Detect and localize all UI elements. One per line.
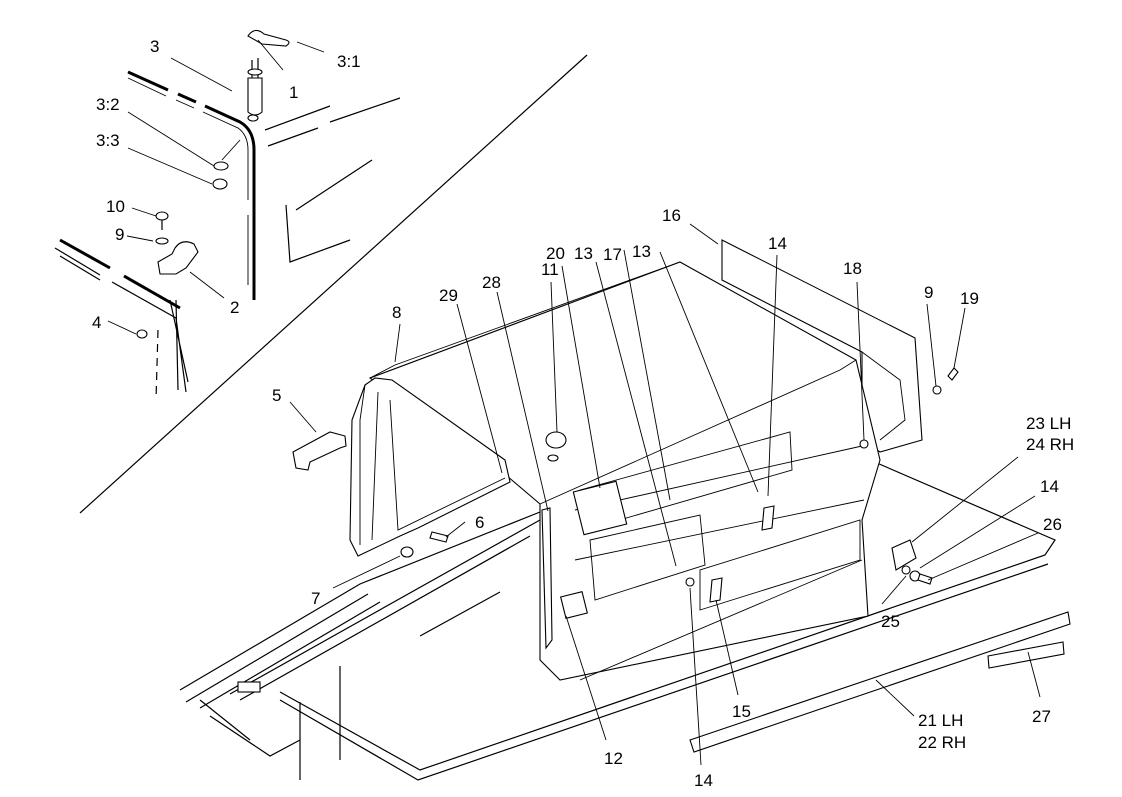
front-shroud-part	[349, 377, 511, 557]
latch-part-upper	[761, 505, 775, 531]
callout-20: 20	[546, 244, 565, 263]
hood-body	[368, 261, 881, 681]
washer-part	[213, 161, 229, 171]
inset-frame-rail	[127, 70, 256, 300]
callout-27: 27	[1032, 707, 1051, 726]
inset-divider-line	[79, 54, 588, 514]
callout-17: 17	[603, 245, 622, 264]
callout-18: 18	[843, 259, 862, 278]
callout-2: 2	[230, 298, 239, 317]
callout-13-left: 13	[574, 244, 593, 263]
callout-24: 24 RH	[1026, 435, 1074, 454]
handle-part	[292, 431, 347, 471]
callout-12: 12	[604, 749, 623, 768]
knob-part	[545, 431, 567, 462]
callout-26: 26	[1043, 515, 1062, 534]
callout-3-3: 3:3	[96, 131, 120, 150]
callout-9-inset: 9	[115, 225, 124, 244]
frame-rails	[179, 459, 1056, 781]
callout-23: 23 LH	[1026, 414, 1071, 433]
callout-10: 10	[106, 197, 125, 216]
callout-5: 5	[272, 386, 281, 405]
callout-3-1: 3:1	[337, 52, 361, 71]
callout-15: 15	[732, 702, 751, 721]
decal-12	[559, 590, 589, 620]
bolt-part	[155, 211, 169, 245]
callout-14-right: 14	[1040, 477, 1059, 496]
callout-25: 25	[881, 612, 900, 631]
nut-part	[212, 178, 228, 190]
callout-3-2: 3:2	[96, 95, 120, 114]
callout-14-top: 14	[768, 234, 787, 253]
trim-strip-21-part	[689, 611, 1071, 753]
decal-20	[572, 480, 628, 536]
callout-3: 3	[150, 37, 159, 56]
foot-part	[400, 546, 414, 558]
pin-part	[247, 29, 290, 122]
leader-lines	[107, 39, 1041, 766]
callout-7: 7	[311, 589, 320, 608]
callout-16: 16	[662, 206, 681, 225]
callout-19: 19	[960, 289, 979, 308]
callout-21: 21 LH	[918, 711, 963, 730]
callout-13-right: 13	[632, 242, 651, 261]
trim-strip-27-part	[987, 641, 1065, 669]
callout-labels: 1 2 3 3:1 3:2 3:3 4 5 6 7 8 9 9 10 11 12…	[92, 37, 1074, 790]
callout-9-main: 9	[924, 283, 933, 302]
callout-4: 4	[92, 313, 101, 332]
callout-8: 8	[392, 303, 401, 322]
callout-14-bottom: 14	[694, 771, 713, 790]
bracket-part	[157, 241, 199, 275]
callout-28: 28	[482, 273, 501, 292]
callout-1: 1	[289, 83, 298, 102]
plate-part	[891, 539, 917, 571]
callout-29: 29	[439, 286, 458, 305]
callout-11: 11	[541, 260, 559, 279]
latch-part	[709, 577, 723, 603]
inset-detail	[54, 29, 401, 401]
callout-6: 6	[475, 513, 484, 532]
callout-22: 22 RH	[918, 733, 966, 752]
